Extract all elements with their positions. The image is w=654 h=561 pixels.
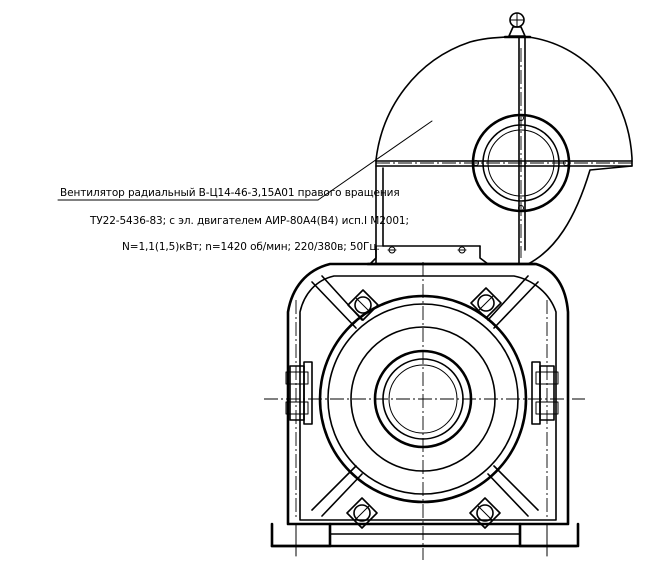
callout-line-3: N=1,1(1,5)кВт; n=1420 об/мин; 220/380в; … [122,241,380,253]
callout-line-2: ТУ22-5436-83; с эл. двигателем АИР-80А4(… [89,215,409,227]
bolt-top-right [470,287,502,319]
callout-leader [57,120,433,201]
motor-housing [318,294,528,504]
lifting-eye [503,12,532,39]
bolt-bottom-left [346,497,378,529]
callout-line-1: Вентилятор радиальный В-Ц14-46-3,15А01 п… [60,187,400,199]
frame-body [286,262,570,526]
base-feet [270,522,580,557]
callout-text: Вентилятор радиальный В-Ц14-46-3,15А01 п… [60,187,409,253]
center-lines [264,48,632,560]
side-clamp-left [285,361,313,425]
bolt-top-left [347,289,379,321]
bolt-bottom-right [469,497,501,529]
fan-mounting-bracket [366,245,537,266]
corner-bolts [346,287,502,529]
fan-volute-housing [375,36,633,265]
side-clamp-right [531,361,559,425]
